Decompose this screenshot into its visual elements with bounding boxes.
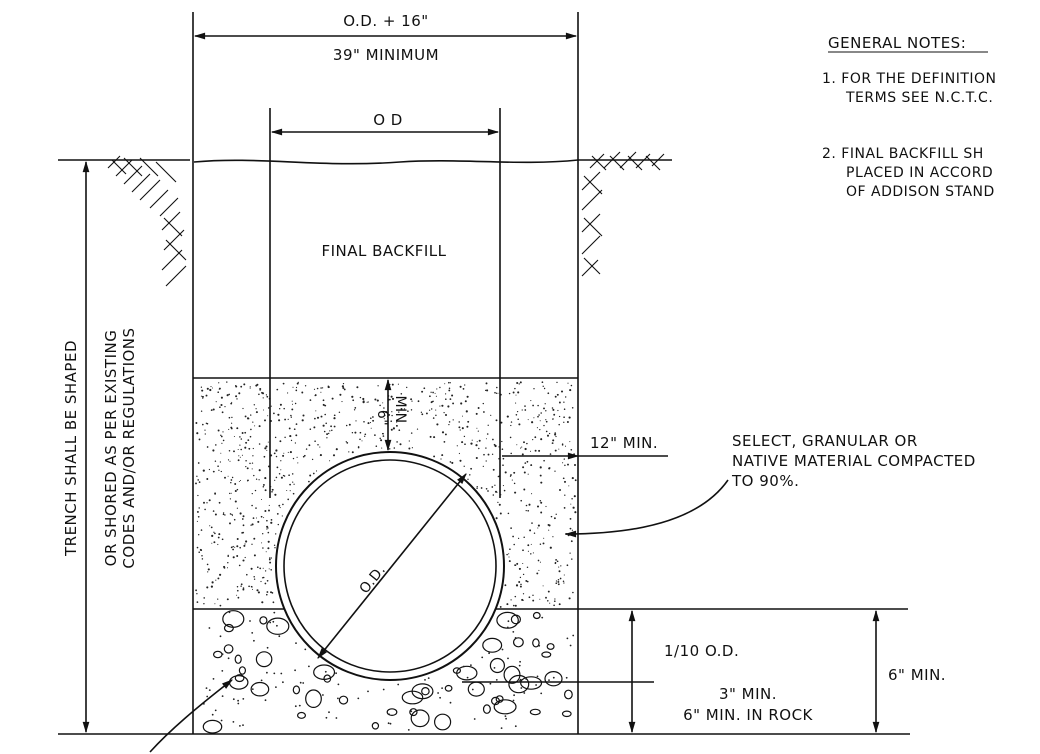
top-width-minimum-label: 39" MINIMUM	[333, 46, 439, 64]
select-material-line3: TO 90%.	[731, 472, 799, 490]
trench-note-line1: TRENCH SHALL BE SHAPED	[62, 340, 80, 557]
bedding-fraction-label: 1/10 O.D.	[664, 642, 739, 660]
ground-surface-wavy	[193, 159, 579, 165]
select-material-leader	[564, 479, 729, 538]
note-2-line1: 2. FINAL BACKFILL SH	[822, 146, 984, 162]
select-material-line1: SELECT, GRANULAR OR	[732, 432, 918, 450]
trench-note-line2: OR SHORED AS PER EXISTING	[102, 330, 120, 567]
bedding-rock-label: 6" MIN. IN ROCK	[683, 706, 813, 724]
select-material-stipple	[195, 381, 577, 608]
trench-note-line3: CODES AND/OR REGULATIONS	[120, 327, 138, 568]
ground-hatch-left	[107, 155, 187, 287]
pipe-outer-wall	[275, 451, 505, 681]
pipe-diameter-line	[317, 473, 467, 659]
notes-heading: GENERAL NOTES:	[828, 34, 966, 52]
note-2-line3: OF ADDISON STAND	[846, 184, 995, 200]
ground-hatch-right	[581, 151, 665, 277]
note-1-line1: 1. FOR THE DEFINITION	[822, 71, 997, 87]
cover-min-label: MIN.	[392, 395, 408, 428]
bedding-min-label: 3" MIN.	[719, 685, 777, 703]
note-2-line2: PLACED IN ACCORD	[846, 165, 993, 181]
select-material-line2: NATIVE MATERIAL COMPACTED	[732, 452, 976, 470]
bedding-material-leader	[149, 679, 233, 753]
note-1-line2: TERMS SEE N.C.T.C.	[845, 90, 993, 106]
top-width-label: O.D. + 16"	[343, 12, 428, 30]
bottom-depth-label: 6" MIN.	[888, 666, 946, 684]
pipe-inner-wall	[283, 459, 497, 673]
pipe-width-label: O D	[373, 111, 403, 129]
cover-label: 6"	[374, 410, 390, 426]
side-clearance-label: 12" MIN.	[590, 434, 658, 452]
bedding-gravel	[202, 610, 575, 734]
final-backfill-label: FINAL BACKFILL	[321, 242, 446, 260]
